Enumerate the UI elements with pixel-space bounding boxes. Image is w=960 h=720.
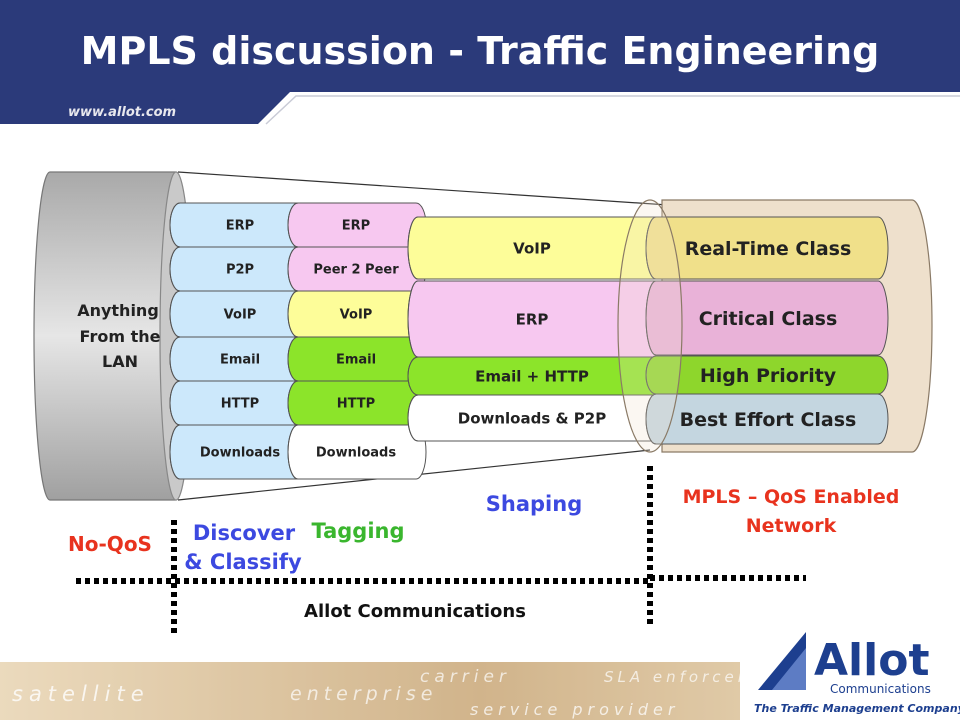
mpls-label-line-2: Network [746, 515, 837, 537]
discover-pipe-0-rim [169, 202, 181, 248]
header-curve [265, 95, 960, 125]
logo-name: Allot [814, 635, 929, 686]
lan-pipe-body [33, 171, 177, 501]
company-label: Allot Communications [304, 601, 526, 622]
discover-pipe-4-label: HTTP [221, 397, 259, 412]
discover-pipe-1-rim [169, 246, 181, 292]
discover-pipe-0: ERP [169, 202, 309, 248]
discover-pipe-3: Email [169, 336, 309, 382]
tagging-pipe-3-rim [287, 336, 299, 382]
shaping-column: VoIP ERP Email + HTTP Downloads & P2P [407, 216, 669, 442]
tagging-pipe-1-rim [287, 246, 299, 292]
class-pipe-3-rim [645, 393, 657, 445]
discover-pipe-2-label: VoIP [224, 308, 257, 323]
class-pipe-1-label: Critical Class [699, 308, 838, 330]
banner-word-service: service provider [470, 700, 679, 719]
shaping-label: Shaping [486, 492, 582, 516]
tagging-pipe-4-rim [287, 380, 299, 426]
discover-pipe-5-label: Downloads [200, 446, 280, 461]
slide-title: MPLS discussion - Traffic Engineering [81, 29, 880, 73]
tagging-pipe-1: Peer 2 Peer [287, 246, 427, 292]
banner-word-carrier: carrier [420, 667, 511, 687]
class-pipe-1-rim [645, 280, 657, 356]
discover-pipe-2: VoIP [169, 290, 309, 338]
tagging-pipe-2-rim [287, 290, 299, 338]
logo-triangle-inner [772, 648, 806, 690]
shaping-pipe-2-label: Email + HTTP [475, 367, 589, 385]
discover-pipe-5: Downloads [169, 424, 309, 480]
discover-label-line-2: & Classify [184, 550, 302, 574]
shaping-pipe-0-rim [407, 216, 419, 280]
shaping-pipe-3-rim [407, 394, 419, 442]
stage-labels: No-QoS Discover & Classify Tagging Shapi… [68, 486, 899, 574]
discover-pipe-4-rim [169, 380, 181, 426]
discover-pipe-3-label: Email [220, 353, 260, 368]
lan-label-line-2: From the [80, 327, 161, 346]
tagging-pipe-2: VoIP [287, 290, 427, 338]
class-pipe-3-label: Best Effort Class [680, 409, 857, 431]
no-qos-label: No-QoS [68, 532, 152, 556]
tagging-label: Tagging [311, 519, 404, 543]
tagging-pipe-0-rim [287, 202, 299, 248]
lan-label-line-1: Anything [77, 301, 159, 320]
banner-word-enterprise: enterprise [290, 683, 437, 705]
tagging-pipe-2-label: VoIP [340, 308, 373, 323]
discover-pipe-1-label: P2P [226, 263, 254, 278]
discover-pipe-1: P2P [169, 246, 309, 292]
tagging-pipe-4-label: HTTP [337, 397, 375, 412]
class-pipe-2: High Priority [645, 355, 889, 395]
url-text: www.allot.com [68, 105, 176, 120]
shaping-pipe-3: Downloads & P2P [407, 394, 669, 442]
tagging-pipe-5: Downloads [287, 424, 427, 480]
mpls-pipe-mouth [617, 199, 683, 453]
tagging-pipe-3-label: Email [336, 353, 376, 368]
shaping-pipe-1-rim [407, 280, 419, 358]
class-pipe-0-label: Real-Time Class [685, 238, 852, 260]
lan-label-line-3: LAN [102, 352, 138, 371]
class-pipe-1: Critical Class [645, 280, 889, 356]
class-pipe-0: Real-Time Class [645, 216, 889, 280]
logo-sub: Communications [830, 682, 931, 696]
shaping-pipe-2-rim [407, 356, 419, 396]
class-pipe-2-label: High Priority [700, 365, 837, 387]
tagging-pipe-5-rim [287, 424, 299, 480]
logo-tagline: The Traffic Management Company™ [754, 702, 960, 715]
tagging-pipe-5-label: Downloads [316, 446, 396, 461]
discover-pipe-2-rim [169, 290, 181, 338]
footer-banner: satellite enterprise carrier SLA enforce… [0, 618, 960, 720]
tagging-pipe-4: HTTP [287, 380, 427, 426]
header-bar [0, 0, 960, 124]
header: MPLS discussion - Traffic Engineering ww… [0, 0, 960, 125]
discover-pipe-0-label: ERP [226, 219, 254, 234]
class-pipe-0-rim [645, 216, 657, 280]
discover-label-line-1: Discover [193, 521, 296, 545]
banner-word-satellite: satellite [12, 682, 150, 706]
discover-pipe-4: HTTP [169, 380, 309, 426]
tagging-pipe-1-label: Peer 2 Peer [313, 263, 399, 278]
allot-logo: Allot Communications The Traffic Managem… [754, 632, 960, 715]
dotted-separators: Allot Communications [76, 466, 806, 634]
shaping-pipe-3-label: Downloads & P2P [458, 409, 606, 427]
tagging-pipe-0: ERP [287, 202, 427, 248]
discover-pipe-3-rim [169, 336, 181, 382]
lan-pipe: Anything From the LAN [33, 171, 193, 501]
discover-pipe-5-rim [169, 424, 181, 480]
mpls-label-line-1: MPLS – QoS Enabled [683, 486, 900, 508]
shaping-pipe-1-label: ERP [516, 310, 549, 328]
class-pipe-3: Best Effort Class [645, 393, 889, 445]
tagging-pipe-0-label: ERP [342, 219, 370, 234]
shaping-pipe-0: VoIP [407, 216, 669, 280]
shaping-pipe-0-label: VoIP [513, 239, 551, 257]
class-pipe-2-rim [645, 355, 657, 395]
tagging-pipe-3: Email [287, 336, 427, 382]
